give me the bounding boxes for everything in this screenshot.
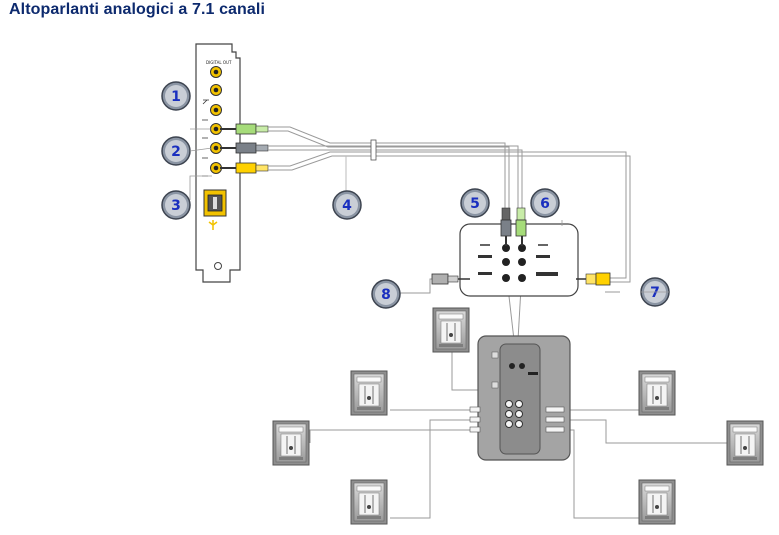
page-title: Altoparlanti analogici a 7.1 canali: [9, 1, 266, 18]
pod-plugs: [431, 207, 611, 286]
card-jack[interactable]: [210, 142, 222, 154]
callout-label: 7: [650, 285, 660, 301]
callout-3: 3: [161, 190, 191, 220]
speaker-front-right: [638, 370, 676, 416]
pod-jack[interactable]: [518, 274, 526, 282]
sub-jack[interactable]: [515, 410, 523, 418]
card-jack[interactable]: [210, 123, 222, 135]
callout-label: 2: [171, 144, 181, 160]
speaker-front-left: [350, 370, 388, 416]
speaker-side-right: [726, 420, 764, 466]
digital-out-jack[interactable]: [210, 66, 222, 78]
yellow-side-plug[interactable]: [576, 272, 611, 286]
sub-jack[interactable]: [519, 363, 525, 369]
callout-label: 3: [171, 198, 181, 214]
gray-plug[interactable]: [500, 207, 512, 246]
callout-4: 4: [332, 190, 362, 220]
pod-jack[interactable]: [502, 258, 510, 266]
control-pod: [459, 223, 579, 297]
pod-jack[interactable]: [518, 244, 526, 252]
speaker-rear-left: [350, 479, 388, 525]
callout-1: 1: [161, 81, 191, 111]
firewire-icon: [208, 220, 218, 230]
callout-5: 5: [460, 188, 490, 218]
green-plug[interactable]: [220, 123, 269, 135]
speaker-side-left: [272, 420, 310, 466]
callout-label: 6: [540, 196, 550, 212]
sub-jack[interactable]: [515, 400, 523, 408]
firewire-port[interactable]: [203, 189, 227, 217]
sub-jack[interactable]: [505, 400, 513, 408]
subwoofer: [469, 335, 571, 461]
pod-jack[interactable]: [502, 244, 510, 252]
pod-jack[interactable]: [502, 274, 510, 282]
speaker-rear-right: [638, 479, 676, 525]
callout-label: 8: [381, 287, 391, 303]
gray-plug[interactable]: [220, 142, 269, 154]
gray-side-plug[interactable]: [431, 273, 470, 285]
card-jack[interactable]: [210, 84, 222, 96]
sub-jack[interactable]: [505, 420, 513, 428]
sub-jack[interactable]: [505, 410, 513, 418]
card-plugs: [220, 123, 269, 174]
pod-jack[interactable]: [518, 258, 526, 266]
yellow-plug[interactable]: [220, 162, 269, 174]
sub-jack[interactable]: [509, 363, 515, 369]
callout-6: 6: [530, 188, 560, 218]
callout-label: 1: [171, 89, 181, 105]
card-jack[interactable]: [210, 162, 222, 174]
callout-label: 5: [470, 196, 480, 212]
card-label: DIGITAL OUT: [206, 60, 232, 65]
callout-label: 4: [342, 198, 352, 214]
card-jack[interactable]: [210, 104, 222, 116]
callout-8: 8: [371, 279, 401, 309]
callout-2: 2: [161, 136, 191, 166]
sub-jack[interactable]: [515, 420, 523, 428]
green-plug[interactable]: [515, 207, 527, 246]
leader-lines: [189, 128, 669, 293]
speaker-center: [432, 307, 470, 353]
cable-junction: [370, 139, 377, 161]
